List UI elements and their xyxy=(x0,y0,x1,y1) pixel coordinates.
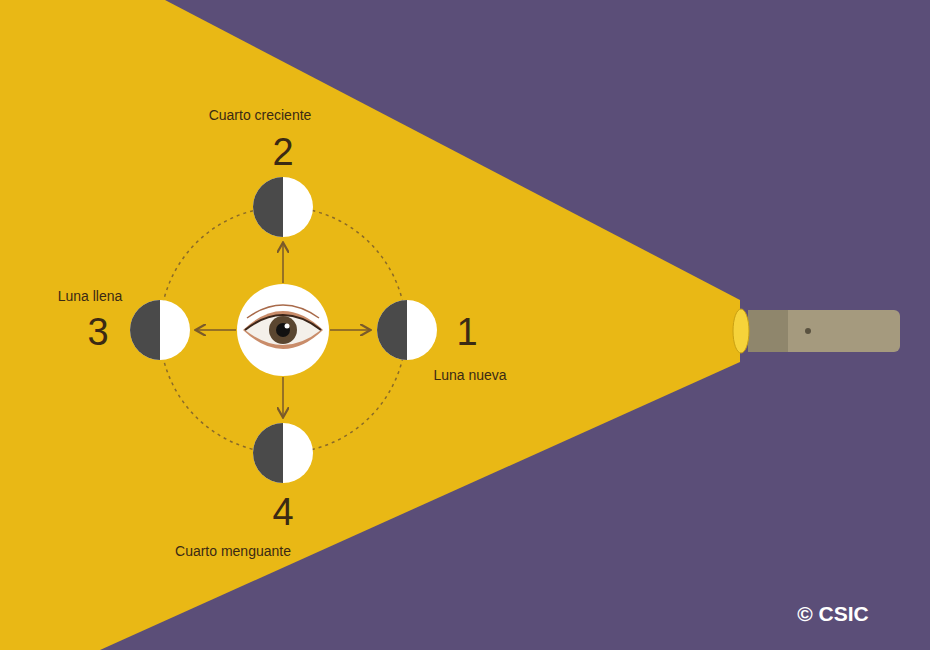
flashlight xyxy=(733,309,900,353)
phase-name: Cuarto menguante xyxy=(175,543,291,559)
phase-name: Cuarto creciente xyxy=(209,107,312,123)
light-beam xyxy=(0,0,740,650)
eye xyxy=(237,284,329,376)
callout-number: 4 xyxy=(272,491,293,534)
callout-number: 1 xyxy=(456,311,477,354)
arrows xyxy=(197,244,369,416)
moons xyxy=(130,177,437,483)
phase-name: Luna llena xyxy=(58,288,123,304)
callout-number: 2 xyxy=(272,131,293,174)
callout-number: 3 xyxy=(87,311,108,354)
phase-name: Luna nueva xyxy=(433,367,506,383)
copyright-watermark: © CSIC xyxy=(797,602,868,626)
orbit xyxy=(160,207,406,453)
